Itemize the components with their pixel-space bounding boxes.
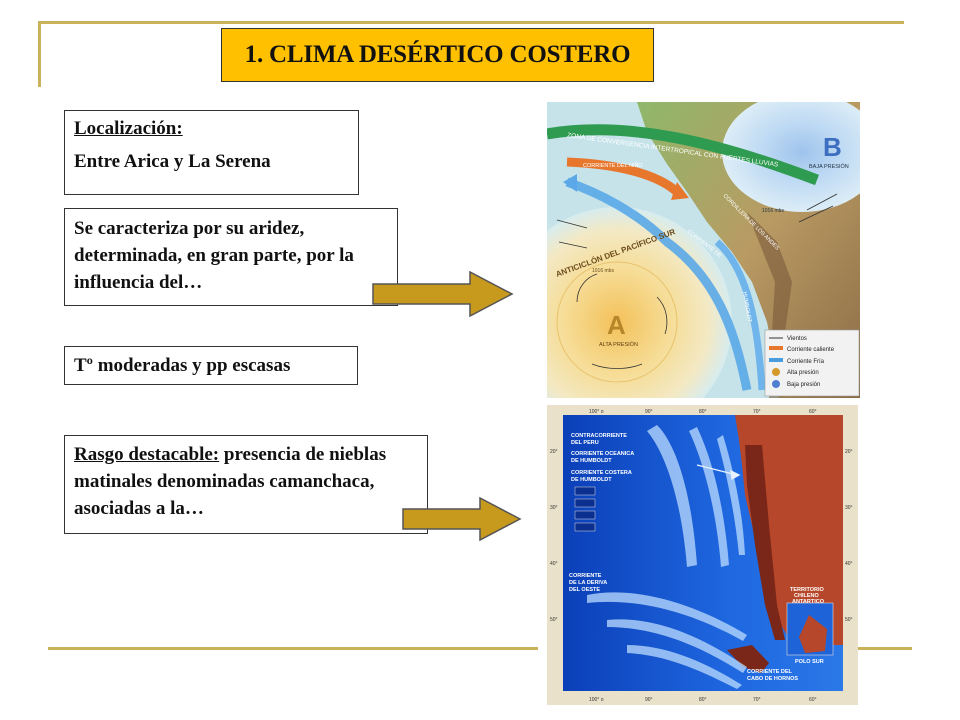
lon-tick-1: 100° o	[589, 409, 604, 415]
legend-caliente: Corriente caliente	[787, 347, 835, 353]
slide-title: 1. CLIMA DESÉRTICO COSTERO	[221, 28, 654, 82]
a-letter: A	[607, 310, 626, 340]
contra-label-2: DEL PERU	[571, 440, 599, 446]
mbs-label-1: 1016 mbs	[762, 208, 784, 214]
costera-label-1: CORRIENTE COSTERA	[571, 470, 632, 476]
oceanica-label-2: DE HUMBOLDT	[571, 458, 612, 464]
corriente-nino-label: CORRIENTE DEL NIÑO	[583, 162, 643, 169]
rasgo-box: Rasgo destacable: presencia de nieblas m…	[64, 435, 428, 534]
hornos-label-1: CORRIENTE DEL	[747, 669, 793, 675]
legend-fria: Corriente Fría	[787, 359, 825, 365]
alta-presion-label: ALTA PRESIÓN	[599, 341, 638, 348]
bottom-rule-left	[48, 647, 538, 650]
lat-tick-4: 50°	[550, 617, 558, 623]
bottom-rule-right	[858, 647, 912, 650]
polo-sur-label: POLO SUR	[795, 659, 824, 665]
lon-tick-2: 90°	[645, 409, 653, 415]
legend-alta: Alta presión	[787, 370, 819, 376]
rasgo-text: presencia de nieblas matinales denominad…	[74, 444, 387, 519]
anticyclone-map: ZONA DE CONVERGENCIA INTERTROPICAL CON F…	[547, 102, 860, 398]
rasgo-label: Rasgo destacable:	[74, 444, 220, 465]
lon-tick-b1: 100° o	[589, 697, 604, 703]
costera-label-2: DE HUMBOLDT	[571, 477, 612, 483]
lon-tick-4: 70°	[753, 409, 761, 415]
top-rule	[38, 21, 904, 24]
lon-tick-3: 80°	[699, 409, 707, 415]
legend-vientos: Vientos	[787, 336, 807, 342]
temperatura-text: Tº moderadas y pp escasas	[74, 355, 291, 376]
antartico-label-3: ANTARTICO	[792, 599, 825, 605]
lon-tick-5: 60°	[809, 409, 817, 415]
deriva-label-3: DEL OESTE	[569, 587, 600, 593]
localizacion-label: Localización:	[74, 118, 183, 139]
deriva-label-2: DE LA DERIVA	[569, 580, 607, 586]
temperatura-box: Tº moderadas y pp escasas	[64, 346, 358, 385]
oceanica-label-1: CORRIENTE OCEANICA	[571, 451, 634, 457]
b-letter: B	[823, 132, 842, 162]
lat-tick-r4: 50°	[845, 617, 853, 623]
legend-baja: Baja presión	[787, 382, 820, 388]
arrow-to-bottom-map-icon	[402, 496, 522, 542]
left-rule	[38, 21, 41, 87]
lon-tick-b5: 60°	[809, 697, 817, 703]
antartico-label-1: TERRITORIO	[790, 587, 825, 593]
deriva-label-1: CORRIENTE	[569, 573, 602, 579]
lon-tick-b4: 70°	[753, 697, 761, 703]
arrow-to-top-map-icon	[372, 270, 514, 318]
lon-tick-b3: 80°	[699, 697, 707, 703]
lat-tick-r2: 30°	[845, 505, 853, 511]
antartico-label-2: CHILENO	[794, 593, 819, 599]
contra-label-1: CONTRACORRIENTE	[571, 433, 627, 439]
aridez-text: Se caracteriza por su aridez, determinad…	[74, 218, 354, 293]
lat-tick-1: 20°	[550, 449, 558, 455]
hornos-label-2: CABO DE HORNOS	[747, 676, 798, 682]
mbs-label-2: 1016 mbs	[592, 268, 614, 274]
aridez-box: Se caracteriza por su aridez, determinad…	[64, 208, 398, 306]
localizacion-value: Entre Arica y La Serena	[74, 151, 271, 172]
humboldt-label: HUMBOLDT	[741, 291, 752, 323]
lat-tick-r1: 20°	[845, 449, 853, 455]
lat-tick-3: 40°	[550, 561, 558, 567]
lon-tick-b2: 90°	[645, 697, 653, 703]
localizacion-box: Localización: Entre Arica y La Serena	[64, 110, 359, 195]
lat-tick-r3: 40°	[845, 561, 853, 567]
ocean-currents-map: CONTRACORRIENTE DEL PERU CORRIENTE OCEAN…	[547, 405, 858, 705]
baja-presion-label: BAJA PRESIÓN	[809, 163, 849, 170]
lat-tick-2: 30°	[550, 505, 558, 511]
